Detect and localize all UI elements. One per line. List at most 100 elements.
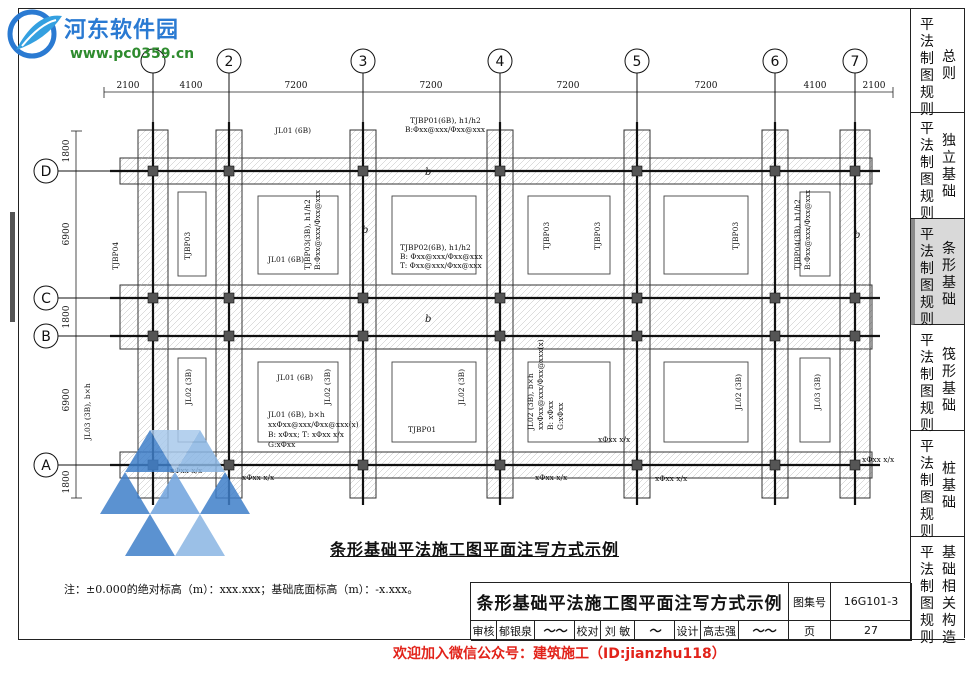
- checker-name: 刘 敏: [601, 621, 635, 641]
- drawing-caption: 条形基础平法施工图平面注写方式示例: [330, 540, 620, 559]
- annotation-jl03-left: JL03 (3B), b×h: [83, 383, 92, 441]
- atlas-number-label: 图集号: [789, 583, 831, 621]
- index-tab-title: 条形基础: [942, 241, 956, 308]
- annotation-jl01-detail-2: xxΦxx@xxx/Φxx@xxx(x): [268, 420, 359, 429]
- reviewer-name: 郁银泉: [497, 621, 535, 641]
- axis-label-2: 2: [225, 54, 234, 70]
- column-axis-bubbles: [140, 48, 868, 122]
- annotation-tjb03-right: TJBP03: [731, 222, 740, 250]
- span-dim-1: 2100: [117, 81, 140, 91]
- annotation-jl02-b: JL02 (3B): [323, 369, 332, 406]
- brand-leaf-icon: [7, 9, 62, 59]
- annotation-jl01-detail: JL01 (6B), b×h: [267, 410, 325, 419]
- title-block-title: 条形基础平法施工图平面注写方式示例: [471, 583, 789, 621]
- row-dim-5: 1800: [62, 470, 72, 493]
- title-block: 条形基础平法施工图平面注写方式示例 图集号 16G101-3 审核 郁银泉 〜〜…: [470, 582, 912, 641]
- annotation-jl02-c: JL02 (3B), b×h: [526, 373, 535, 431]
- span-dim-7: 4100: [804, 81, 827, 91]
- index-tab-rules-label: 平法制图规则: [920, 121, 934, 222]
- annotation-tjb01: TJBP01(6B), h1/h2: [410, 116, 481, 125]
- index-tab-title: 筏形基础: [942, 347, 956, 414]
- footer-wechat-banner: 欢迎加入微信公众号：建筑施工（ID:jianzhu118）: [393, 646, 726, 662]
- span-dim-5: 7200: [557, 81, 580, 91]
- annotation-jl02-c2: xxΦxx@xxx/Φxx@xxx(x): [536, 339, 545, 430]
- width-label-b2: b: [362, 225, 368, 236]
- annotation-jl02-c3: B: xΦxx: [546, 400, 555, 430]
- annotation-tjb03-vertical: TJBP03(3B), h1/h2: [303, 199, 312, 270]
- designer-signature: 〜〜: [739, 621, 789, 641]
- row-dim-2: 6900: [62, 222, 72, 245]
- drawing-note: 注：±0.000的绝对标高（m）：xxx.xxx；基础底面标高（m）：-x.xx…: [64, 583, 419, 596]
- watermark-site-url: www.pc0359.cn: [70, 46, 195, 62]
- span-dim-2: 4100: [180, 81, 203, 91]
- watermark-logo: [6, 6, 206, 66]
- index-tab-title: 桩基础: [942, 461, 956, 511]
- reviewer-signature: 〜〜: [535, 621, 575, 641]
- annotation-tjb01-bottom: TJBP01: [408, 425, 436, 434]
- annotation-tjb02-b: B: Φxx@xxx/Φxx@xxx: [400, 252, 483, 261]
- annotation-tjb03-left: TJBP03: [183, 232, 192, 260]
- index-tab-rules-label: 平法制图规则: [920, 439, 934, 540]
- panel-outlines: [177, 191, 831, 443]
- index-tab-general[interactable]: 平法制图规则 总则: [911, 9, 965, 118]
- column-markers: [147, 165, 861, 471]
- annotation-jl02-a: JL02 (3B): [184, 369, 193, 406]
- annotation-jl01-lower: JL01 (6B): [276, 373, 313, 382]
- page-binding-mark: [10, 212, 15, 322]
- index-tab-rules-label: 平法制图规则: [920, 17, 934, 118]
- annotation-rebar-e: xΦxx x/x: [862, 455, 895, 464]
- index-tab-title: 独立基础: [942, 133, 956, 200]
- row-dim-3: 1800: [62, 305, 72, 328]
- page-number: 27: [831, 621, 912, 641]
- index-tab-title: 基础相关构造: [942, 545, 956, 646]
- annotation-rebar-a: xΦxx x/x: [598, 435, 631, 444]
- index-tab-pile-foundation[interactable]: 平法制图规则 桩基础: [911, 431, 965, 540]
- index-tab-foundation-details[interactable]: 平法制图规则 基础相关构造: [911, 537, 965, 646]
- index-tab-rules-label: 平法制图规则: [920, 227, 934, 328]
- width-label-b1: b: [425, 167, 431, 178]
- annotation-jl02-side: JL02 (3B): [457, 369, 466, 406]
- checker-signature: 〜: [635, 621, 675, 641]
- width-label-b3: b: [425, 314, 431, 325]
- row-dim-1: 1800: [62, 139, 72, 162]
- left-dimension-line: [71, 130, 82, 499]
- axis-label-6: 6: [771, 54, 780, 70]
- axis-label-a: A: [41, 458, 51, 474]
- footing-bands: [119, 129, 873, 499]
- annotation-rebar-c: xΦxx x/x: [655, 474, 688, 483]
- span-dim-3: 7200: [285, 81, 308, 91]
- design-label: 设计: [675, 621, 701, 641]
- annotation-rebar-b: xΦxx x/x: [242, 473, 275, 482]
- width-label-b4: b: [854, 230, 860, 241]
- annotation-jl01-top: JL01 (6B): [274, 126, 311, 135]
- annotation-jl03-right: JL03 (3B): [813, 374, 822, 411]
- axis-label-7: 7: [851, 54, 860, 70]
- page-label: 页: [789, 621, 831, 641]
- axis-label-3: 3: [359, 54, 368, 70]
- index-tab-rules-label: 平法制图规则: [920, 333, 934, 434]
- drawing-sheet: [18, 8, 911, 640]
- annotation-tjb03-mid1: TJBP03: [542, 222, 551, 250]
- annotation-jl02-c4: G:xΦxx: [556, 402, 565, 430]
- watermark-triangles: [100, 430, 250, 556]
- span-dim-6: 7200: [695, 81, 718, 91]
- designer-name: 高志强: [701, 621, 739, 641]
- axis-label-4: 4: [496, 54, 505, 70]
- annotation-jl01-mid: JL01 (6B): [267, 255, 304, 264]
- annotation-tjb02: TJBP02(6B), h1/h2: [400, 243, 471, 252]
- annotation-tjb04-vertical: TJBP04(3B), h1/h2: [793, 199, 802, 270]
- watermark-site-name: 河东软件园: [64, 18, 180, 43]
- axis-label-d: D: [41, 164, 52, 180]
- index-tab-rules-label: 平法制图规则: [920, 545, 934, 646]
- index-tab-raft-foundation[interactable]: 平法制图规则 筏形基础: [911, 325, 965, 434]
- annotation-tjb02-t: T: Φxx@xxx/Φxx@xxx: [400, 261, 483, 270]
- annotation-jl01-detail-4: G:xΦxx: [268, 440, 296, 449]
- annotation-jl02-d: JL02 (3B): [734, 374, 743, 411]
- annotation-tjb01-rebar: B:Φxx@xxx/Φxx@xxx: [405, 125, 486, 134]
- span-dim-8: 2100: [863, 81, 886, 91]
- annotation-tjb03-mid2: TJBP03: [593, 222, 602, 250]
- index-tab-isolated-foundation[interactable]: 平法制图规则 独立基础: [911, 113, 965, 222]
- axis-label-c: C: [41, 291, 51, 307]
- index-tab-strip-foundation[interactable]: 平法制图规则 条形基础: [911, 219, 965, 328]
